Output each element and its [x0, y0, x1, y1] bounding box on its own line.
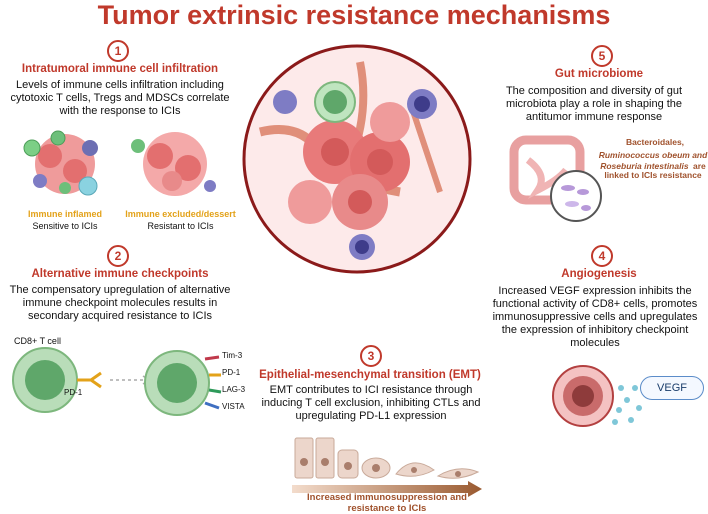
receptor-icons	[204, 355, 222, 410]
bacteria-line-3: Roseburia intestinalis	[600, 161, 689, 171]
immune-inflamed-label: Immune inflamed	[27, 209, 102, 219]
bacteria-are: are	[693, 161, 706, 171]
section-2-heading: Alternative immune checkpoints	[31, 268, 209, 280]
page-title: Tumor extrinsic resistance mechanisms	[97, 0, 611, 30]
section-2-number: 2	[107, 245, 129, 267]
checkpoint-illustration	[12, 347, 222, 416]
section-5-heading: Gut microbiome	[554, 68, 644, 80]
vegf-badge: VEGF	[640, 376, 704, 400]
section-4-number: 4	[591, 245, 613, 267]
emt-arrow-icon	[292, 481, 482, 497]
section-1-heading: Intratumoral immune cell infiltration	[21, 63, 219, 75]
gut-microbiome-illustration	[509, 135, 602, 222]
section-5-number: 5	[591, 45, 613, 67]
receptor-pd1: PD-1	[222, 368, 241, 377]
excluded-tumor-icon	[131, 132, 216, 196]
pd1-receptor-icon	[77, 371, 102, 389]
cd8-cell-label: CD8+ T cell	[14, 336, 61, 346]
section-3-heading: Epithelial-mesenchymal transition (EMT)	[259, 369, 481, 381]
section-4-heading: Angiogenesis	[561, 268, 637, 280]
section-3-body: EMT contributes to ICI resistance throug…	[261, 384, 481, 422]
inflamed-tumor-icon	[23, 130, 98, 196]
bacteria-line-2: Ruminococcus obeum and	[598, 150, 708, 160]
cd8-t-cell-left	[12, 347, 78, 413]
immune-excluded-label: Immune excluded/dessert	[125, 209, 236, 219]
angiogenesis-illustration	[552, 365, 642, 427]
resistant-label: Resistant to ICIs	[147, 221, 214, 231]
pd1-label: PD-1	[64, 388, 83, 397]
bacteria-line-1: Bacteroidales,	[625, 137, 685, 147]
section-1-body: Levels of immune cells infiltration incl…	[10, 79, 230, 117]
bacteria-line-4: linked to ICIs resistance	[604, 170, 702, 180]
section-1-number: 1	[107, 40, 129, 62]
receptor-lag3: LAG-3	[222, 385, 246, 394]
sensitive-label: Sensitive to ICIs	[32, 221, 98, 231]
section-5-body: The composition and diversity of gut mic…	[505, 85, 683, 123]
cd8-t-cell-right	[144, 350, 210, 416]
bacteria-row-3: Roseburia intestinalis are	[598, 159, 708, 172]
section-2-body: The compensatory upregulation of alterna…	[9, 284, 231, 322]
bacteria-names: Ruminococcus obeum and	[598, 148, 708, 161]
receptor-vista: VISTA	[222, 402, 245, 411]
emt-cells-illustration	[294, 437, 480, 479]
immune-infiltration-illustration	[23, 130, 216, 196]
section-3-number: 3	[360, 345, 382, 367]
section-4-body: Increased VEGF expression inhibits the f…	[492, 285, 698, 349]
emt-arrow-label: Increased immunosuppression and resistan…	[307, 492, 467, 514]
receptor-tim3: Tim-3	[222, 351, 243, 360]
tumor-microenvironment-illustration	[242, 44, 472, 274]
